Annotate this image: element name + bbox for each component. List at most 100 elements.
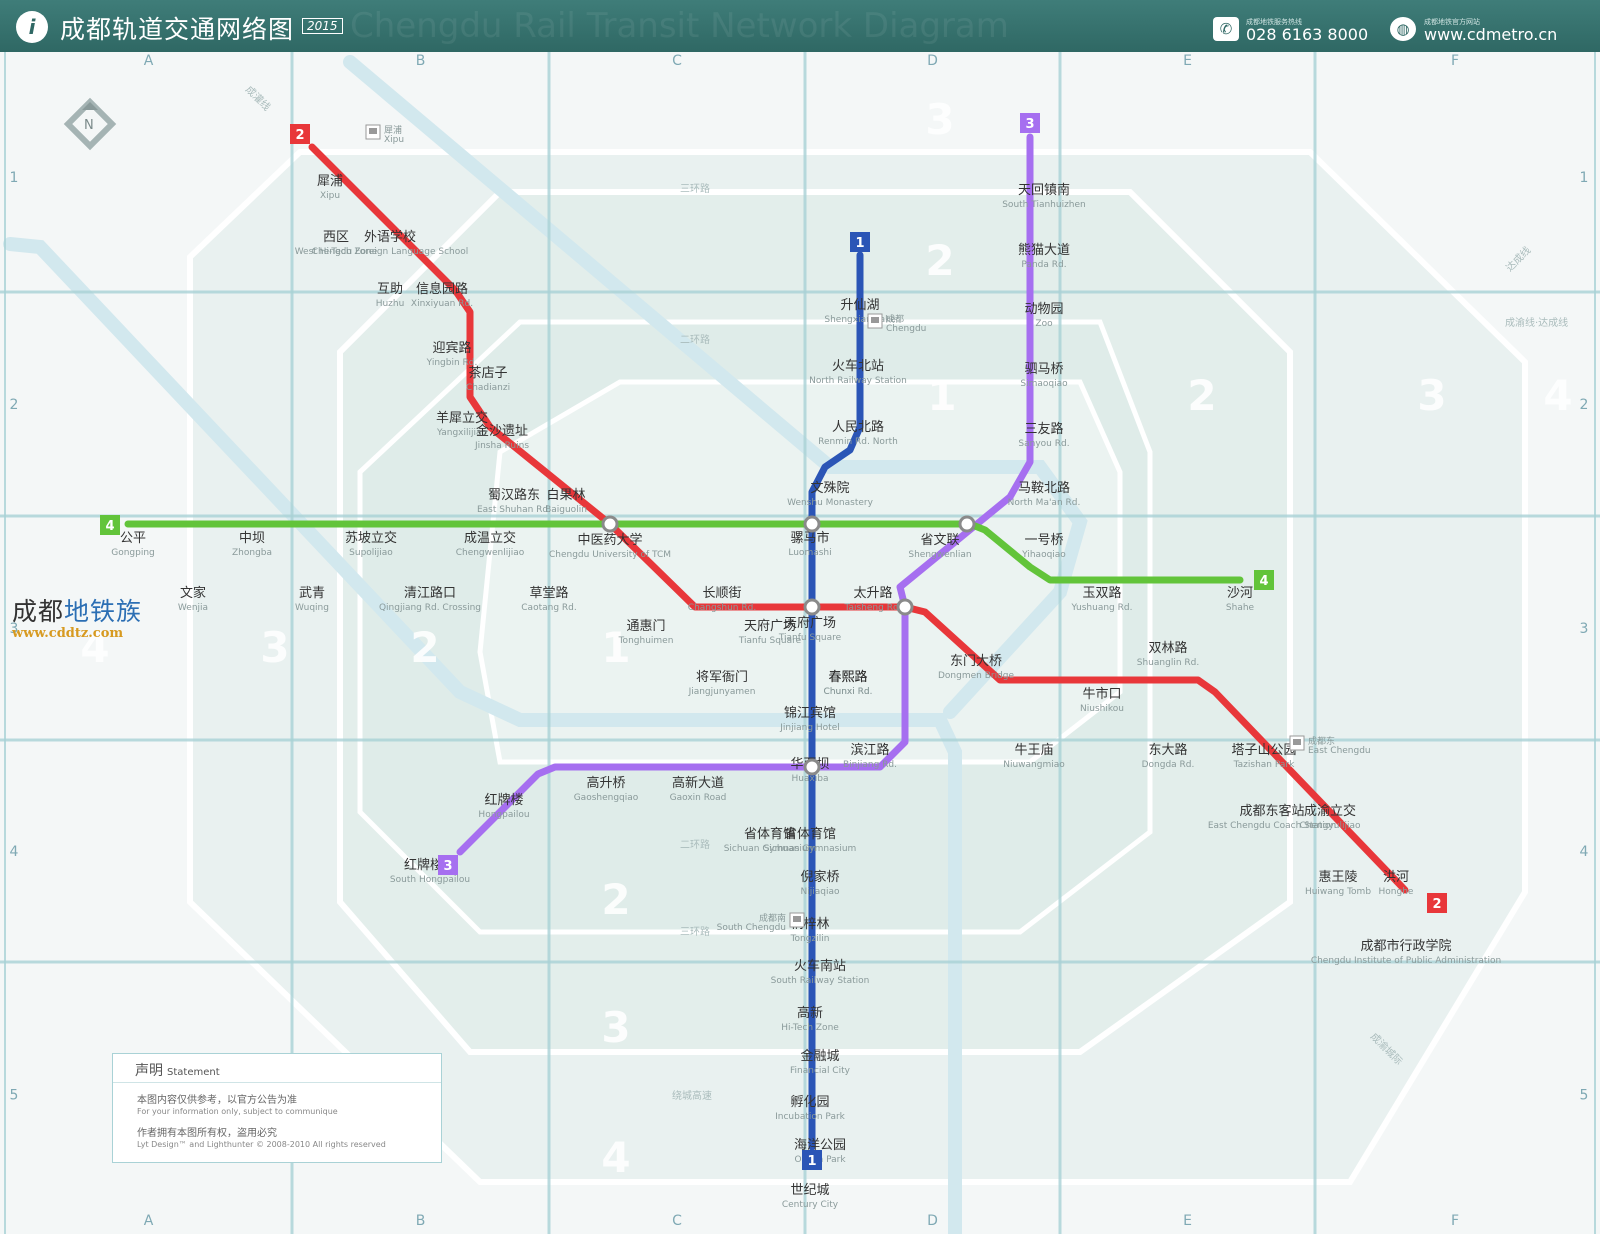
station-name: 惠王陵 [1318, 870, 1357, 885]
map-title: 成都轨道交通网络图 [60, 15, 295, 44]
station-name: 火车南站 [794, 958, 846, 974]
line-3-path[interactable] [456, 133, 1034, 856]
station-name-en: Gaoshengqiao [574, 793, 639, 803]
info-icon[interactable]: i [16, 11, 48, 43]
station-name-en: Gongping [111, 548, 155, 558]
line-3-badge[interactable]: 3 [438, 855, 458, 875]
rail-north-icon: 成都 Chengdu [867, 313, 926, 334]
phone-number[interactable]: 028 6163 8000 [1246, 25, 1369, 44]
website-link[interactable]: www.cdmetro.cn [1424, 25, 1558, 44]
line-2-badge[interactable]: 2 [290, 124, 310, 144]
line-badges[interactable]: 1 1 2 2 3 3 4 4 [100, 113, 1447, 1170]
line-4-path[interactable] [124, 520, 1244, 584]
line-4-badge[interactable]: 4 [1254, 570, 1274, 590]
station-name: 中坝 [239, 531, 265, 546]
station-name-en: Honghe [1379, 887, 1414, 897]
rail-south-icon: 成都南 South Chengdu [717, 912, 805, 933]
station-name-en: Chengdu University of TCM [549, 550, 671, 560]
station-name: 东大路 [1148, 742, 1187, 758]
line-2-path[interactable] [308, 143, 1409, 894]
line-4-badge[interactable]: 4 [100, 515, 120, 535]
line-1-badge[interactable]: 1 [802, 1150, 822, 1170]
line-1-badge[interactable]: 1 [850, 232, 870, 252]
zone-2: 2 [601, 875, 630, 924]
station-name-en: Renmin Rd. North [818, 437, 898, 447]
line-3-badge[interactable]: 3 [1020, 113, 1040, 133]
interchanges[interactable] [601, 515, 976, 776]
statement-line1: 本图内容仅供参考，以官方公告为准 [137, 1095, 297, 1106]
line-2-badge[interactable]: 2 [1427, 893, 1447, 913]
station-name-en: Luomashi [788, 548, 831, 558]
station-name: 西区 [323, 230, 349, 245]
